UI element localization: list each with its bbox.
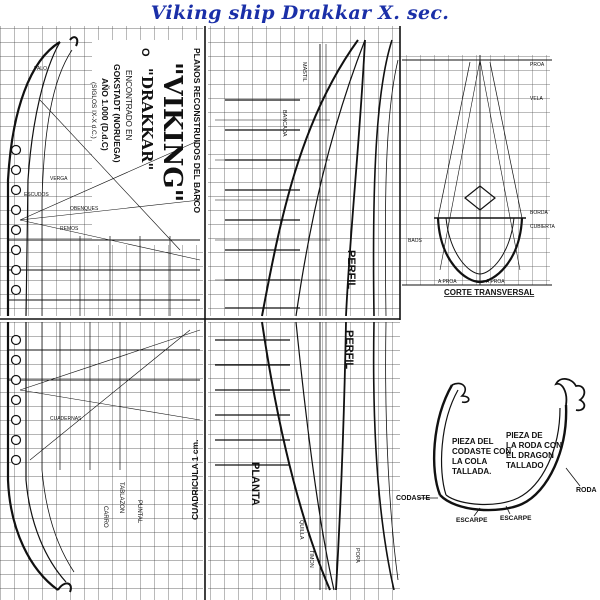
label-obenques: OBENQUES [70, 206, 99, 212]
hull-strip-right-bottom [372, 321, 399, 591]
label-timon: TIMON [308, 550, 314, 568]
label-popa: POPA [354, 548, 360, 563]
label-cuadricula: CUADRICULA 1 cm. [190, 440, 200, 520]
plaque-year: AÑO 1.000 (D.d.C) [100, 78, 110, 151]
shield-row-bottom-left [10, 334, 22, 466]
label-vela: VELA [530, 96, 543, 102]
plaque-found-1: ENCONTRADO EN [124, 70, 133, 140]
plaque-found-2: GOKSTADT (NORUEGA) [112, 64, 122, 163]
grid-panel-bottom-left [0, 322, 203, 600]
label-pieza-1-b: CODASTE CON [452, 447, 511, 456]
label-roda: RODA [576, 487, 597, 494]
label-escarpe-2: ESCARPE [500, 515, 532, 522]
label-tablazon: TABLAZON [118, 482, 124, 513]
plaque-alt-name: "DRAKKAR" [138, 68, 156, 170]
hull-strip-right-top [372, 39, 399, 317]
label-pieza-2-c: EL DRAGON [506, 451, 554, 460]
plaque-dates: (SIGLOS IX-X d.C.) [90, 82, 97, 139]
label-escudos: ESCUDOS [24, 192, 49, 198]
plaque-ship-name: "VIKING" [157, 62, 187, 202]
label-pieza-2-b: LA RODA CON [506, 441, 562, 450]
label-escarpe-1: ESCARPE [456, 517, 488, 524]
shield-row-top-left [10, 144, 22, 296]
label-pieza-1-a: PIEZA DEL [452, 437, 494, 446]
stern-stem-pieces [418, 378, 586, 517]
plaque-text: PLANOS RECONSTRUIDOS DEL BARCO "VIKING" … [90, 48, 202, 214]
label-pieza-1-c: LA COLA [452, 457, 487, 466]
label-borda: BORDA [530, 210, 548, 216]
label-carro: CARRO [102, 506, 108, 528]
page-title: Viking ship Drakkar X. sec. [150, 2, 450, 24]
hull-profile-top-left [6, 36, 201, 317]
label-corte-transversal: CORTE TRANSVERSAL [444, 288, 534, 297]
label-quilla: QUILLA [298, 520, 304, 540]
label-cubierta: CUBIERTA [530, 224, 555, 230]
label-pieza-2-d: TALLADO [506, 461, 544, 470]
label-a-proa-1: A PROA [438, 279, 457, 285]
label-palo: PALO [34, 66, 47, 72]
plaque-heading: PLANOS RECONSTRUIDOS DEL BARCO [192, 48, 202, 214]
hull-plan-bottom-middle [261, 321, 347, 591]
label-perfil-bottom: PERFIL [343, 330, 355, 369]
label-bancada: BANCADA [281, 110, 287, 137]
grid-panel-section [400, 55, 550, 285]
label-codaste: CODASTE [396, 495, 431, 502]
plaque-background [92, 40, 204, 245]
label-cuadernas: CUADERNAS [50, 416, 82, 422]
label-planta: PLANTA [249, 462, 261, 506]
hull-plan-top-middle [215, 39, 366, 317]
label-a-proa-2: A PROA [486, 279, 505, 285]
plaque-alt-prefix: O [139, 48, 151, 57]
label-mastil: MASTIL [301, 62, 307, 82]
oar-row-top-middle [225, 99, 300, 309]
cross-section-drawing [402, 55, 552, 286]
label-puntal: PUNTAL [136, 500, 142, 524]
label-proa-right: PROA [530, 62, 545, 68]
label-baos: BAOS [408, 238, 423, 244]
label-pieza-1-d: TALLADA. [452, 467, 491, 476]
oar-row-bottom-middle [215, 339, 290, 466]
label-pieza-2-a: PIEZA DE [506, 431, 543, 440]
grid-panel-bottom-middle [208, 322, 400, 600]
hull-profile-bottom-left [6, 322, 201, 593]
label-verga: VERGA [50, 176, 68, 182]
label-remos: REMOS [60, 226, 79, 232]
label-perfil-top: PERFIL [345, 250, 357, 289]
